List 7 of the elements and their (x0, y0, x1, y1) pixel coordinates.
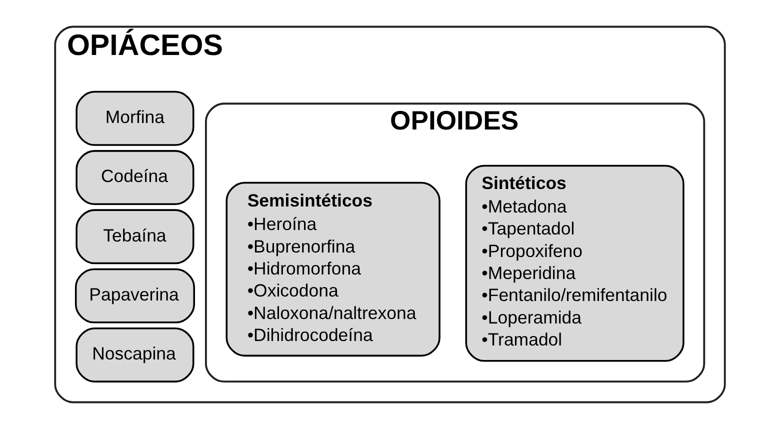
node-box: Papaverina (74, 268, 194, 323)
node-box: Morfina (75, 90, 194, 146)
node-box: Semisintéticos •Heroína •Buprenorfina •Hidromorfona •Oxicodona •Naloxona/naltrexona •Dihidrocodeína (225, 181, 440, 356)
node-box: Tebaína (75, 208, 194, 264)
node-box: Codeína (75, 150, 194, 205)
node-box: Noscapina (75, 326, 194, 382)
node-box: Sintéticos •Metadona •Tapentadol •Propoxifeno •Meperidina •Fentanilo/remifentanilo •Loperamida •Tramadol (464, 164, 684, 362)
